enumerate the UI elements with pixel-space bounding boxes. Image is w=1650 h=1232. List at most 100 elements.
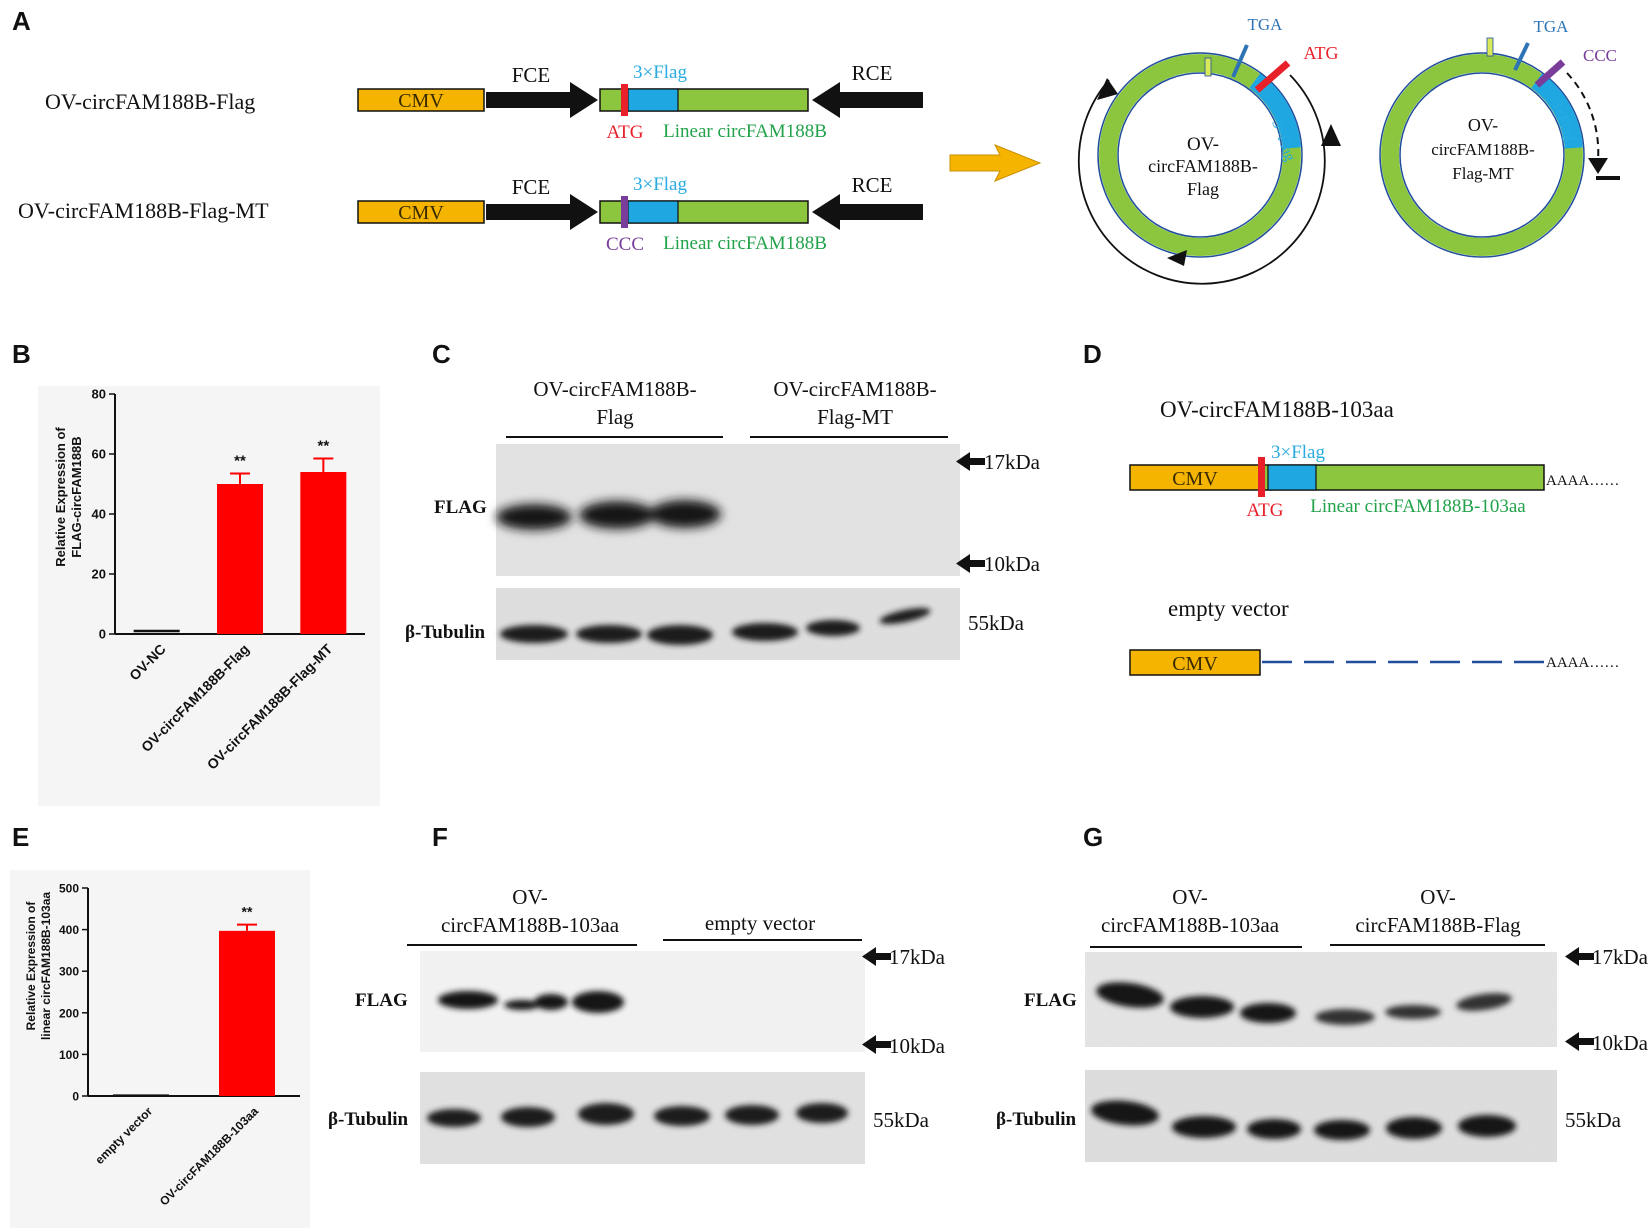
construct-flag: OV-circFAM188B-Flag CMV FCE 3×Flag ATG L…	[45, 61, 923, 143]
cmv-label: CMV	[398, 202, 444, 224]
flag-tag-label: 3×Flag	[1271, 442, 1325, 463]
flag-box	[627, 88, 679, 112]
y-tick-label: 400	[59, 923, 79, 937]
atg-label: ATG	[1304, 43, 1339, 63]
significance-label: **	[234, 453, 246, 470]
y-axis-label: Relative Expression of linear circFAM188…	[24, 892, 53, 1040]
translation-arrow	[1077, 74, 1326, 285]
marker-55kda: 55kDa	[968, 611, 1025, 635]
marker-arrow-17kda	[862, 947, 891, 966]
bar	[217, 484, 263, 634]
cmv-label: CMV	[1172, 468, 1218, 490]
y-tick-label: 20	[92, 567, 106, 582]
y-axis-label-line1: Relative Expression of	[53, 427, 68, 567]
circle-flag: TGA ATG 3×Flag OV- circFAM188B- Flag	[1077, 15, 1341, 285]
construct-flag-mt: OV-circFAM188B-Flag-MT CMV FCE 3×Flag CC…	[18, 173, 923, 255]
row-label-flag: FLAG	[434, 497, 487, 518]
insert-label: Linear circFAM188B-103aa	[1310, 496, 1526, 517]
panel-g-blot: OV- circFAM188B-103aa OV- circFAM188B-Fl…	[996, 885, 1649, 1162]
group2-label-line1: OV-	[1420, 885, 1455, 909]
circularization-arrow	[949, 144, 1042, 182]
cmv-promoter-box	[1129, 649, 1261, 676]
y-tick-label: 0	[72, 1090, 79, 1104]
construct-103aa-name: OV-circFAM188B-103aa	[1160, 397, 1394, 422]
y-axis-label: Relative Expression of FLAG-circFAM188B	[53, 427, 84, 567]
flag-tag-label: 3×Flag	[633, 174, 687, 195]
fce-label: FCE	[512, 175, 551, 199]
cmv-promoter-box	[357, 200, 485, 224]
rce-label: RCE	[852, 173, 893, 197]
ccc-label: CCC	[606, 234, 644, 255]
atg-label: ATG	[1247, 500, 1284, 521]
marker-55kda: 55kDa	[873, 1108, 930, 1132]
panel-f-blot: OV- circFAM188B-103aa empty vector FLAG …	[328, 885, 946, 1164]
marker-arrow-10kda	[956, 554, 985, 573]
marker-17kda: 17kDa	[889, 945, 946, 969]
y-tick-label: 300	[59, 965, 79, 979]
group1-label-line1: OV-	[1172, 885, 1207, 909]
marker-17kda: 17kDa	[984, 450, 1041, 474]
polya-label: AAAA……	[1546, 655, 1619, 671]
fce-label: FCE	[512, 63, 551, 87]
atg-codon-marker	[1258, 457, 1265, 497]
cmv-label: CMV	[398, 90, 444, 112]
circle-name-3: Flag-MT	[1452, 164, 1514, 183]
blocked-translation-arrow	[1566, 72, 1600, 161]
empty-vector-name: empty vector	[1168, 596, 1289, 621]
polya-label: AAAA……	[1546, 473, 1619, 489]
group2-label-line2: Flag-MT	[817, 405, 893, 429]
y-axis-label-line2: linear circFAM188B-103aa	[39, 892, 53, 1040]
circle-name-2: circFAM188B-	[1148, 156, 1258, 176]
marker-arrow-17kda	[956, 452, 985, 471]
marker-55kda: 55kDa	[1565, 1108, 1622, 1132]
marker-arrow-10kda	[1565, 1032, 1594, 1051]
row-label-flag: FLAG	[1024, 990, 1077, 1011]
panel-e-chart: Relative Expression of linear circFAM188…	[10, 870, 310, 1228]
circle-name-2: circFAM188B-	[1431, 140, 1535, 159]
cmv-promoter-box	[357, 88, 485, 112]
panel-label-c: C	[432, 339, 451, 369]
group1-label-line2: Flag	[596, 405, 634, 429]
construct-name: OV-circFAM188B-Flag	[45, 89, 255, 114]
panel-d: OV-circFAM188B-103aa CMV 3×Flag ATG Line…	[1129, 397, 1619, 676]
marker-arrow-10kda	[862, 1035, 891, 1054]
rce-label: RCE	[852, 61, 893, 85]
rce-arrow	[812, 82, 923, 118]
group2-label-line2: circFAM188B-Flag	[1355, 913, 1521, 937]
y-tick-label: 100	[59, 1048, 79, 1062]
row-label-tubulin: β-Tubulin	[996, 1109, 1077, 1130]
circle-flag-mt: TGA CCC 3×Flag OV- circFAM188B- Flag-MT	[1379, 17, 1620, 258]
row-label-tubulin: β-Tubulin	[328, 1109, 409, 1130]
stop-label: TGA	[1534, 17, 1570, 36]
fce-arrow	[486, 82, 598, 118]
row-label-flag: FLAG	[355, 990, 408, 1011]
marker-10kda: 10kDa	[984, 552, 1041, 576]
panel-label-b: B	[12, 339, 31, 369]
y-tick-label: 0	[99, 627, 106, 642]
circle-name-1: OV-	[1187, 134, 1219, 155]
y-tick-label: 500	[59, 882, 79, 896]
panel-label-d: D	[1083, 339, 1102, 369]
ccc-label: CCC	[1583, 46, 1617, 65]
circle-name-1: OV-	[1468, 115, 1498, 135]
significance-label: **	[317, 438, 329, 455]
ccc-codon-marker	[621, 196, 628, 228]
marker-10kda: 10kDa	[889, 1034, 946, 1058]
marker-17kda: 17kDa	[1592, 945, 1649, 969]
y-axis-label-line1: Relative Expression of	[24, 901, 38, 1031]
group2-label: empty vector	[705, 911, 815, 935]
y-axis-label-line2: FLAG-circFAM188B	[69, 436, 84, 557]
row-label-tubulin: β-Tubulin	[405, 622, 486, 643]
insert-label: Linear circFAM188B	[663, 121, 827, 142]
group1-label-line1: OV-circFAM188B-	[533, 377, 696, 401]
atg-codon-marker	[621, 84, 628, 116]
marker-arrow-17kda	[1565, 947, 1594, 966]
y-tick-label: 200	[59, 1006, 79, 1020]
stop-label: TGA	[1248, 15, 1284, 34]
y-tick-label: 80	[92, 387, 106, 402]
circle-name-3: Flag	[1187, 179, 1219, 199]
panel-a: OV-circFAM188B-Flag CMV FCE 3×Flag ATG L…	[18, 15, 1620, 285]
marker-10kda: 10kDa	[1592, 1031, 1649, 1055]
significance-label: **	[242, 904, 253, 920]
